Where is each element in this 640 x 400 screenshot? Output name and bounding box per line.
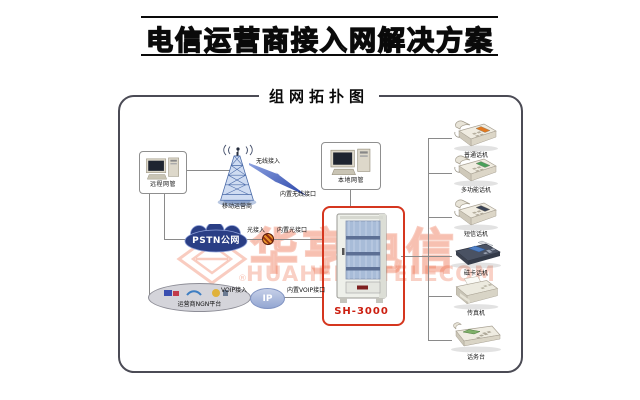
device-label: 短信话机 [463, 231, 488, 238]
connector-line [164, 239, 188, 240]
node-ngn-platform: 运营商NGN平台 [148, 283, 251, 312]
radio-tower-icon [217, 152, 257, 207]
cabinet-highlight-frame [322, 206, 405, 326]
terminal-device: 普通话机 [447, 118, 505, 159]
connector-line [401, 256, 428, 257]
terminal-device: 短信话机 [447, 197, 505, 238]
terminal-device: 话务台 [447, 320, 505, 361]
terminal-device: 磁卡话机 [447, 236, 505, 277]
device-branch-line [428, 296, 452, 297]
device-branch-line [428, 217, 452, 218]
header-rule-bottom [141, 54, 498, 56]
antenna-waves-icon [223, 144, 253, 156]
computer-icon [146, 157, 179, 180]
device-icon [448, 118, 504, 152]
node-label: 运营商NGN平台 [177, 301, 222, 308]
terminal-device: 多功能话机 [447, 153, 505, 194]
device-branch-line [428, 256, 452, 257]
device-icon [448, 320, 504, 354]
node-local-nms: 本地网管 [321, 142, 381, 190]
device-icon [448, 276, 504, 310]
node-ip: IP [250, 288, 285, 309]
equipment-cabinet-icon [336, 213, 387, 303]
computer-icon [330, 148, 371, 176]
device-label: 传真机 [466, 310, 485, 317]
node-label: 移动运营商 [221, 203, 252, 210]
page-title: 电信运营商接入网解决方案 [145, 25, 494, 57]
optical-connector-icon [262, 233, 274, 245]
device-icon [448, 236, 504, 270]
node-pstn-cloud: PSTN公网 [184, 221, 248, 254]
device-branch-line [428, 138, 452, 139]
header-rule-top [141, 16, 498, 18]
node-label: 本地网管 [337, 177, 364, 184]
link-label-optical-port: 内置光接口 [277, 227, 308, 234]
link-label-voip-port: 内置VOIP接口 [287, 287, 326, 294]
device-icon [448, 153, 504, 187]
node-label: 远程网管 [149, 181, 176, 188]
link-label-wireless-access: 无线接入 [256, 158, 281, 165]
device-label: 磁卡话机 [463, 270, 488, 277]
device-branch-line [428, 340, 452, 341]
node-label: PSTN公网 [192, 236, 240, 246]
link-label-optical-access: 光接入 [247, 227, 266, 234]
device-branch-line [428, 173, 452, 174]
connector-line [249, 297, 324, 298]
device-label: 普通话机 [463, 152, 488, 159]
connector-line [350, 187, 351, 206]
link-label-wireless-port: 内置无线接口 [280, 191, 317, 198]
node-label: IP [262, 293, 273, 304]
device-icon [448, 197, 504, 231]
device-bus-line [428, 138, 429, 341]
connector-line [164, 192, 165, 239]
cloud-icon [184, 221, 248, 253]
connector-line [185, 170, 237, 171]
connector-line [149, 192, 150, 296]
topology-title: 组网拓扑图 [258, 85, 380, 107]
ngn-devices-icon [164, 289, 228, 297]
lightning-bolt-icon [249, 163, 307, 196]
device-label: 话务台 [466, 354, 485, 361]
terminal-device: 传真机 [447, 276, 505, 317]
link-label-voip-access: VOIP接入 [221, 287, 248, 294]
node-remote-nms: 远程网管 [139, 151, 187, 194]
connector-line [246, 239, 324, 240]
device-label: 多功能话机 [460, 187, 491, 194]
cabinet-model-label: SH-3000 [334, 306, 389, 317]
